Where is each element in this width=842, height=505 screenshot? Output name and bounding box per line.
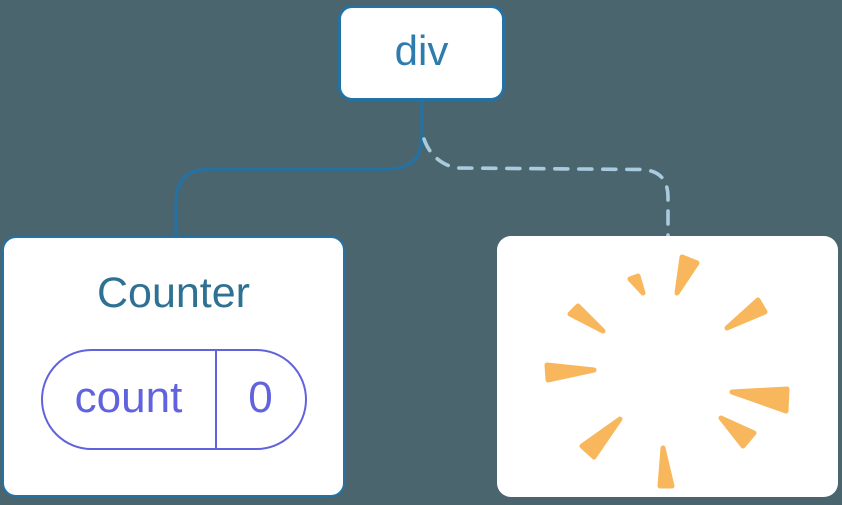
state-pill: count 0 (40, 349, 307, 450)
counter-component-card: Counter count 0 (2, 236, 345, 497)
poof-burst-icon (544, 254, 790, 489)
removed-component-card (497, 236, 838, 497)
poof-ray (718, 415, 757, 449)
poof-ray (657, 445, 675, 489)
poof-ray (627, 273, 646, 296)
poof-ray (579, 416, 623, 460)
root-node-div: div (338, 5, 505, 101)
state-key-label: count (74, 372, 183, 422)
solid-connector-line (174, 98, 424, 238)
poof-ray (729, 386, 790, 414)
poof-ray (544, 362, 597, 383)
poof-ray (674, 254, 700, 296)
component-title: Counter (97, 269, 250, 317)
dashed-connector-line (422, 137, 670, 239)
poof-ray (567, 303, 606, 334)
poof-ray (724, 297, 768, 331)
state-value-label: 0 (248, 372, 273, 422)
root-node-label: div (394, 27, 449, 74)
pill-divider (214, 351, 217, 448)
